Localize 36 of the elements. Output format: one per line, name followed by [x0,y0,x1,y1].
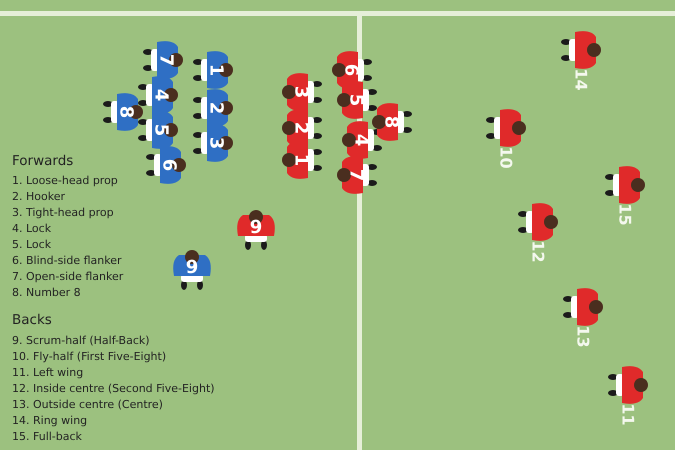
player-number: 14 [572,68,591,90]
jersey-number: 6 [158,158,178,172]
player-number: 12 [528,240,548,262]
list-item: 2. Hooker [12,190,65,203]
jersey-number: 2 [205,102,225,114]
jersey-number: 4 [350,134,370,146]
list-item: 1. Loose-head prop [12,174,118,187]
player-number: 13 [574,324,593,348]
list-item: 4. Lock [12,222,52,235]
player-number: 10 [496,146,516,168]
list-item: 3. Tight-head prop [12,206,114,219]
jersey-number: 9 [250,218,262,238]
list-item: 12. Inside centre (Second Five-Eight) [12,382,215,395]
list-item: 7. Open-side flanker [12,270,124,283]
player-number: 15 [616,202,635,226]
section-heading: Backs [12,312,52,328]
list-item: 10. Fly-half (First Five-Eight) [12,350,166,363]
jersey-number: 3 [205,136,225,150]
list-item: 9. Scrum-half (Half-Back) [12,334,150,347]
jersey-number: 9 [186,258,198,278]
jersey-number: 7 [155,54,175,66]
list-item: 11. Left wing [12,366,84,379]
section-heading: Forwards [12,153,74,169]
list-item: 8. Number 8 [12,286,81,299]
list-item: 6. Blind-side flanker [12,254,122,267]
jersey-number: 8 [380,116,400,128]
jersey-number: 1 [290,154,310,166]
list-item: 5. Lock [12,238,52,251]
player-number: 11 [618,402,638,426]
jersey-number: 4 [150,88,170,102]
jersey-number: 1 [205,64,225,76]
list-item: 14. Ring wing [12,414,88,427]
jersey-number: 5 [150,124,170,136]
jersey-number: 8 [115,106,135,118]
list-item: 13. Outside centre (Centre) [12,398,163,411]
list-item: 15. Full-back [12,430,82,443]
